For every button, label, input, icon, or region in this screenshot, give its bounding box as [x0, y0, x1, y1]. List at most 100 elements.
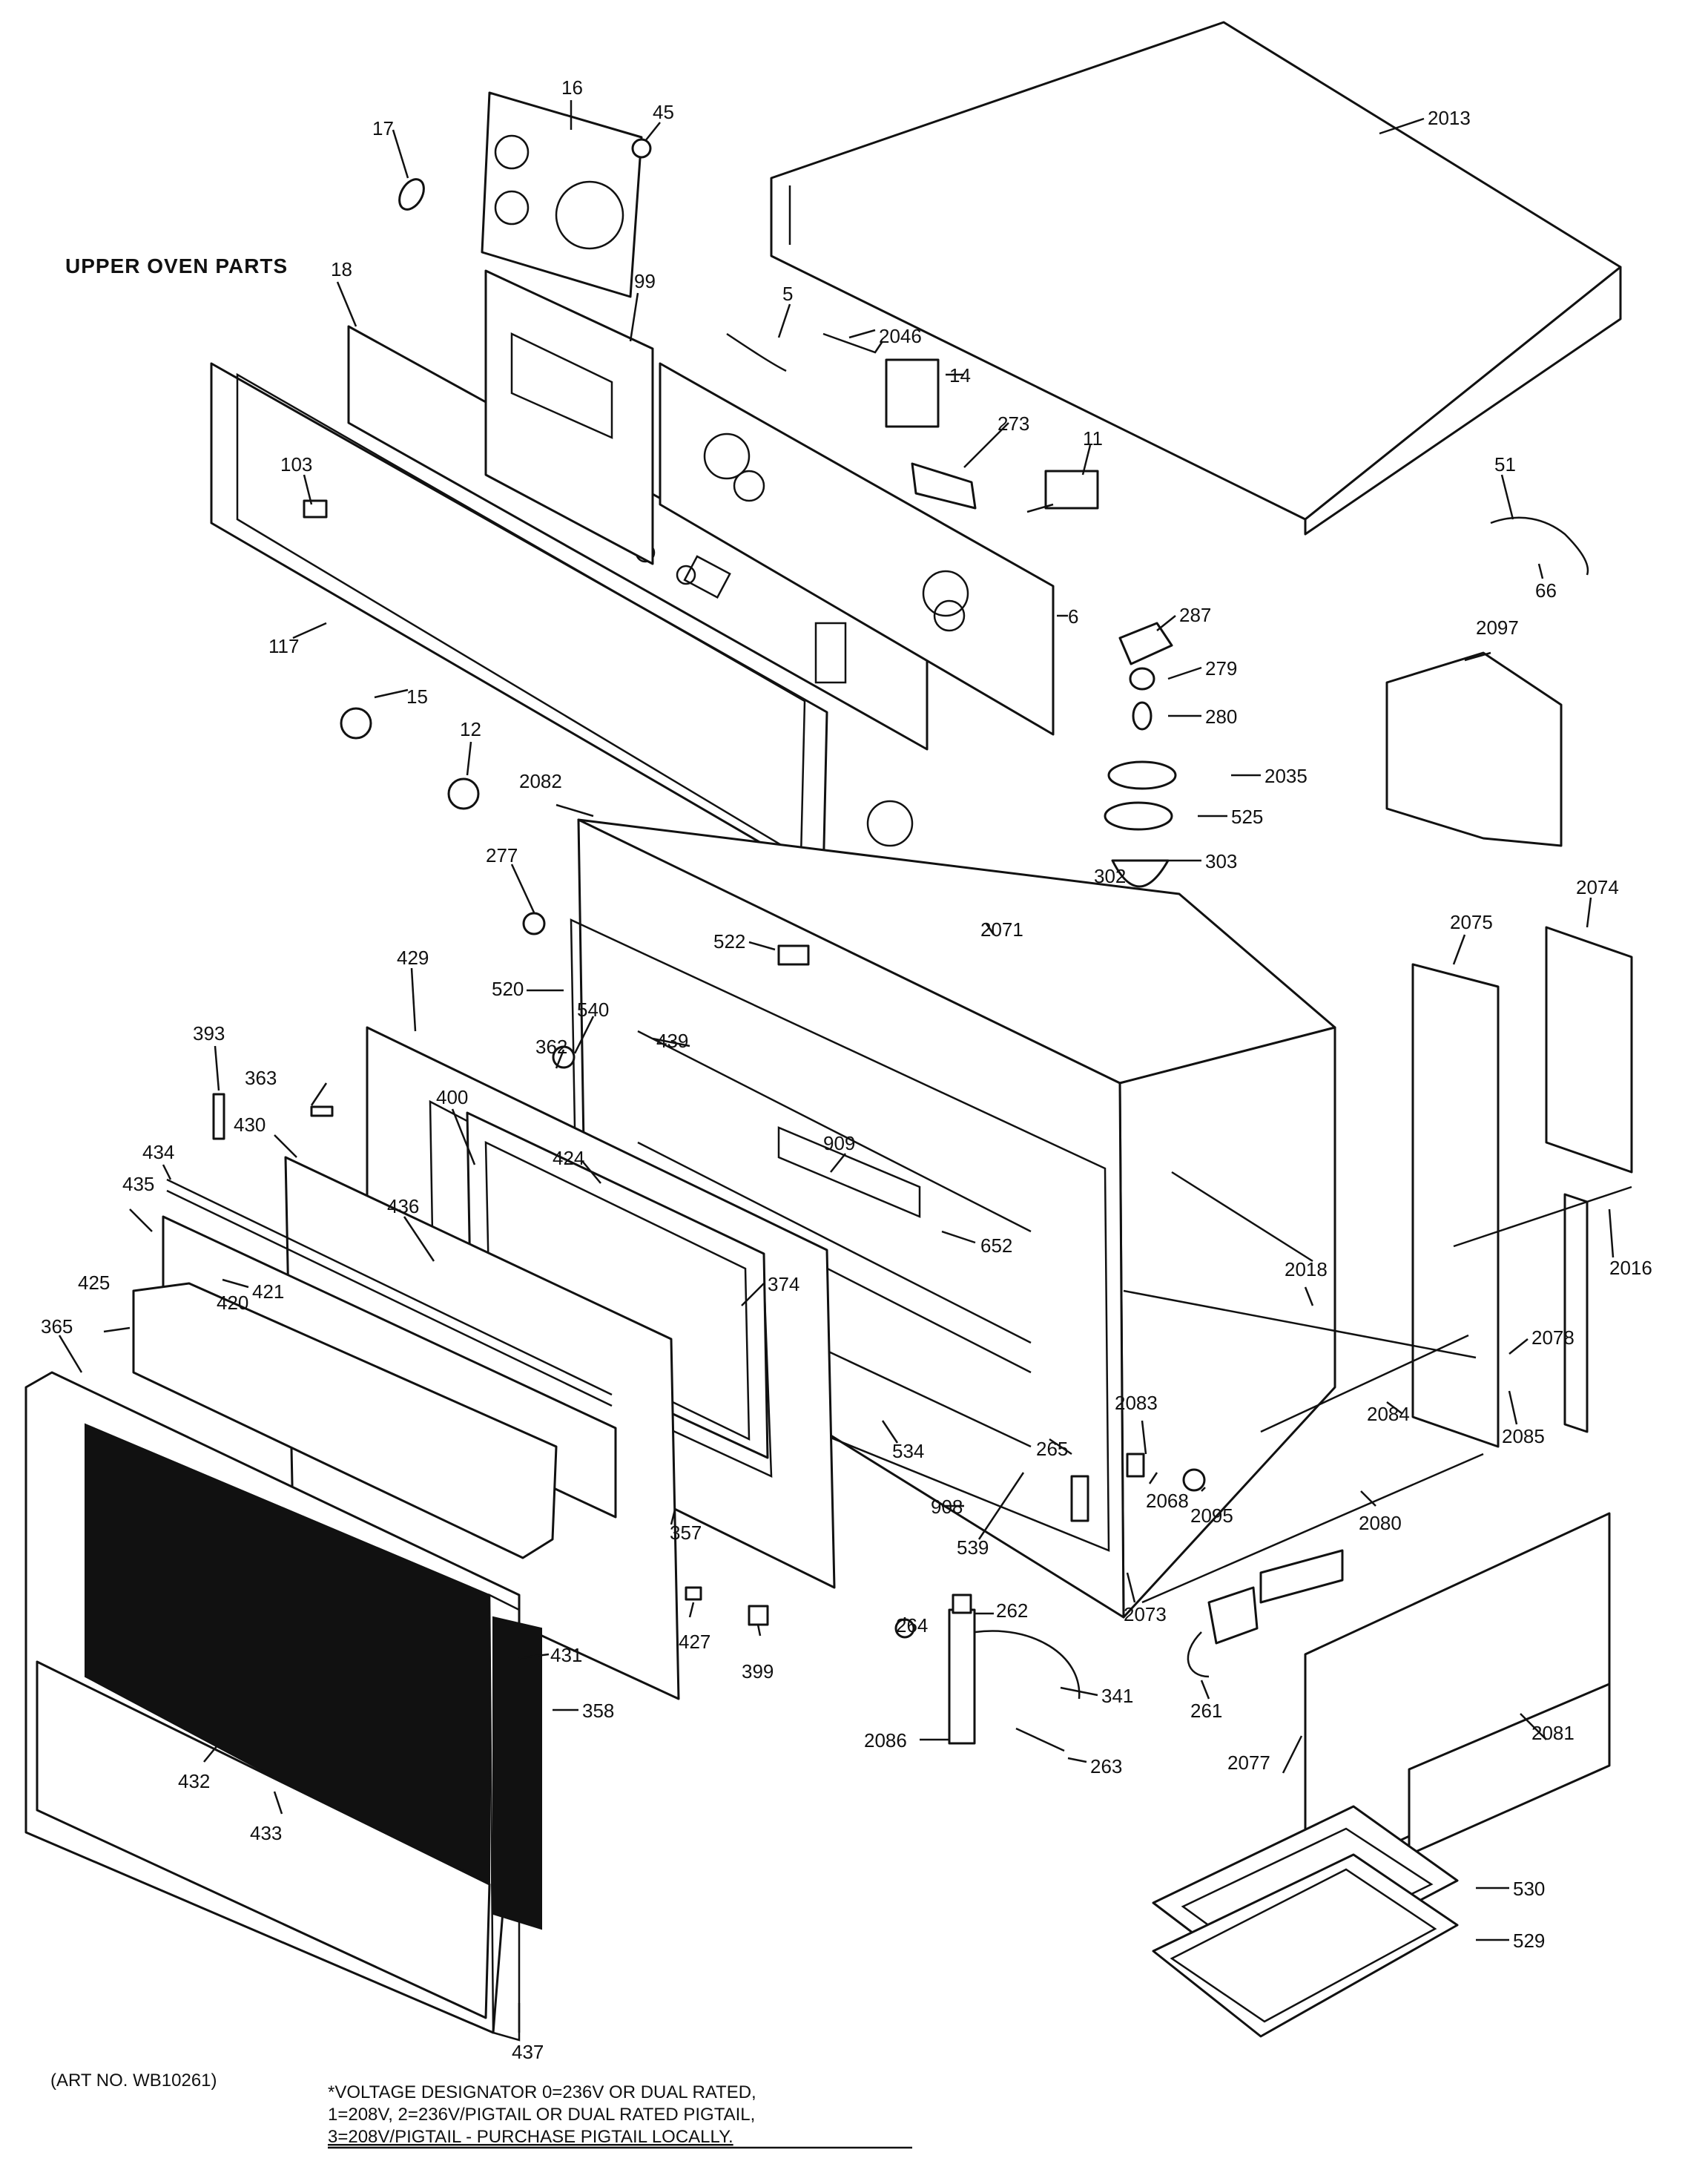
bottom-side-panels [1304, 1512, 1611, 1886]
small-upper-parts [398, 138, 1589, 576]
callout-2074: 2074 [1576, 876, 1619, 898]
voltage-note-line-2: 1=208V, 2=236V/PIGTAIL OR DUAL RATED PIG… [328, 2105, 755, 2125]
misc-small-parts [212, 912, 1206, 1639]
callout-265: 265 [1036, 1438, 1068, 1460]
callout-437: 437 [512, 2041, 544, 2063]
callout-908: 908 [931, 1496, 963, 1518]
callout-280: 280 [1205, 705, 1237, 728]
callout-2071: 2071 [980, 918, 1023, 941]
callout-393: 393 [193, 1022, 225, 1045]
callout-11: 11 [1083, 427, 1103, 450]
callout-374: 374 [768, 1273, 799, 1295]
callout-264: 264 [896, 1614, 928, 1637]
callout-17: 17 [372, 117, 394, 139]
callout-2035: 2035 [1264, 765, 1308, 787]
callout-520: 520 [492, 978, 524, 1000]
callout-434: 434 [142, 1141, 174, 1163]
callout-399: 399 [742, 1660, 774, 1683]
knob-parts [303, 499, 480, 810]
callout-357: 357 [670, 1522, 702, 1544]
side-strip-parts [1411, 963, 1632, 1448]
callout-424: 424 [553, 1147, 584, 1169]
callout-530: 530 [1513, 1878, 1545, 1900]
callout-529: 529 [1513, 1930, 1545, 1952]
callout-436: 436 [387, 1195, 419, 1217]
voltage-note-line-3: 3=208V/PIGTAIL - PURCHASE PIGTAIL LOCALL… [328, 2127, 733, 2147]
callout-2075: 2075 [1450, 911, 1493, 933]
callout-2078: 2078 [1531, 1326, 1574, 1349]
callout-363: 363 [245, 1067, 277, 1089]
window-panel-part [484, 269, 654, 565]
callout-262: 262 [996, 1599, 1028, 1622]
callout-2081: 2081 [1531, 1722, 1574, 1744]
leader-lines [58, 100, 1615, 2033]
callout-277: 277 [486, 844, 518, 866]
callout-2080: 2080 [1359, 1512, 1402, 1534]
callout-2084: 2084 [1367, 1403, 1410, 1425]
oven-light-parts [1104, 622, 1177, 888]
callout-2085: 2085 [1502, 1425, 1545, 1447]
latch-assembly-part [948, 1608, 1081, 1752]
callout-433: 433 [250, 1822, 282, 1844]
bottom-strip-parts [1123, 1289, 1484, 1604]
callout-365: 365 [41, 1315, 73, 1338]
callout-909: 909 [823, 1132, 855, 1154]
callout-287: 287 [1179, 604, 1211, 626]
callout-66: 66 [1535, 579, 1557, 602]
callout-2083: 2083 [1115, 1392, 1158, 1414]
outer-door-part [24, 1371, 542, 2042]
callout-400: 400 [436, 1086, 468, 1108]
callout-522: 522 [713, 930, 745, 953]
broiler-pan-part [1152, 1805, 1459, 2038]
callout-420: 420 [217, 1292, 248, 1314]
callout-432: 432 [178, 1770, 210, 1792]
callout-2086: 2086 [864, 1729, 907, 1752]
callout-279: 279 [1205, 657, 1237, 680]
callout-341: 341 [1101, 1685, 1133, 1707]
top-cover-part [770, 21, 1622, 536]
callout-358: 358 [582, 1700, 614, 1722]
broil-element-part [777, 1126, 921, 1218]
callout-15: 15 [406, 685, 428, 708]
callout-2068: 2068 [1146, 1490, 1189, 1512]
oven-cavity-part [570, 800, 1344, 1619]
side-duct-part [1385, 651, 1563, 847]
callout-261: 261 [1190, 1700, 1222, 1722]
callout-45: 45 [653, 101, 674, 123]
callout-303: 303 [1205, 850, 1237, 872]
callout-302: 302 [1094, 865, 1126, 887]
callout-51: 51 [1494, 453, 1516, 476]
callout-2095: 2095 [1190, 1504, 1233, 1527]
callout-429: 429 [397, 947, 429, 969]
door-handle-part [132, 1282, 558, 1559]
callout-425: 425 [78, 1272, 110, 1294]
callout-263: 263 [1090, 1755, 1122, 1777]
callout-2013: 2013 [1428, 107, 1471, 129]
callout-534: 534 [892, 1440, 924, 1462]
callout-2077: 2077 [1227, 1752, 1270, 1774]
callout-labels: 16 45 17 2013 18 99 5 2046 14 273 11 51 … [41, 76, 1652, 2063]
control-bracket-part [659, 362, 1055, 736]
callout-427: 427 [679, 1631, 710, 1653]
callout-431: 431 [550, 1644, 582, 1666]
callout-99: 99 [634, 270, 656, 292]
callout-539: 539 [957, 1536, 989, 1559]
callout-103: 103 [280, 453, 312, 476]
art-number: (ART NO. WB10261) [50, 2070, 217, 2091]
callout-5: 5 [782, 283, 793, 305]
callout-2016: 2016 [1609, 1257, 1652, 1279]
callout-12: 12 [460, 718, 481, 740]
hinge-part [1187, 1586, 1259, 1678]
small-plate-part [1545, 926, 1633, 1174]
callout-273: 273 [998, 412, 1029, 435]
callout-362: 362 [535, 1036, 567, 1058]
switch-plate-part [481, 91, 643, 298]
callout-14: 14 [949, 364, 971, 387]
callout-2046: 2046 [879, 325, 922, 347]
callout-2097: 2097 [1476, 616, 1519, 639]
callout-117: 117 [268, 635, 299, 657]
callout-18: 18 [331, 258, 352, 280]
callout-525: 525 [1231, 806, 1263, 828]
callout-435: 435 [122, 1173, 154, 1195]
